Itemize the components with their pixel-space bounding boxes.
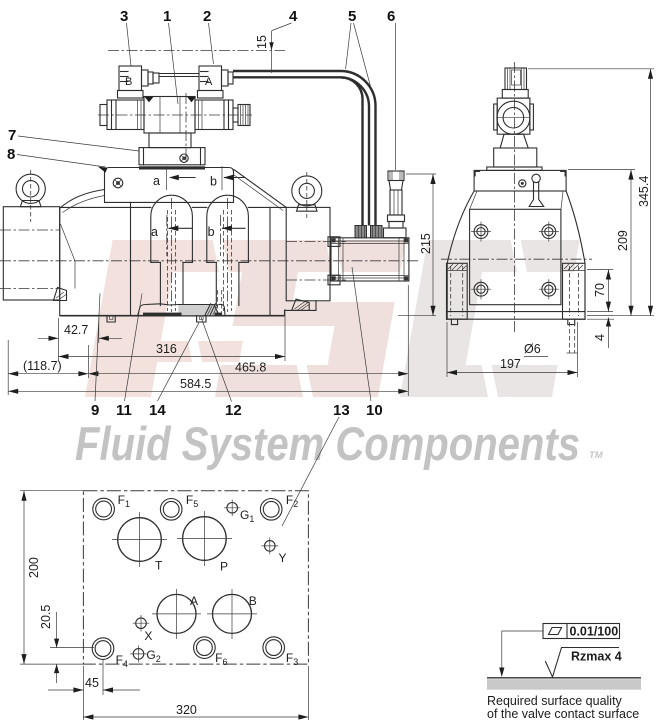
svg-text:b: b <box>208 225 215 239</box>
svg-text:of the valve contact surface: of the valve contact surface <box>487 707 639 720</box>
svg-text:A: A <box>205 76 213 88</box>
svg-text:42.7: 42.7 <box>64 323 88 337</box>
svg-text:15: 15 <box>255 35 269 49</box>
svg-text:12: 12 <box>225 402 242 419</box>
svg-text:45: 45 <box>85 676 99 690</box>
svg-text:10: 10 <box>366 402 383 419</box>
svg-text:9: 9 <box>91 402 99 419</box>
svg-text:P: P <box>220 560 228 574</box>
svg-text:X: X <box>144 629 152 643</box>
svg-text:Fluid System Components: Fluid System Components <box>75 417 580 470</box>
svg-text:B: B <box>125 76 132 88</box>
svg-text:13: 13 <box>333 402 350 419</box>
svg-text:4: 4 <box>593 334 607 341</box>
svg-text:Rzmax 4: Rzmax 4 <box>571 650 622 664</box>
svg-text:b: b <box>210 175 217 189</box>
svg-text:215: 215 <box>419 233 433 254</box>
svg-text:320: 320 <box>176 703 197 717</box>
svg-text:A: A <box>190 594 198 608</box>
svg-text:465.8: 465.8 <box>235 361 266 375</box>
svg-text:316: 316 <box>156 342 177 356</box>
svg-text:0.01/100: 0.01/100 <box>570 625 619 639</box>
svg-text:Ø6: Ø6 <box>524 342 541 356</box>
svg-text:20.5: 20.5 <box>39 605 53 629</box>
svg-text:a: a <box>153 174 160 188</box>
svg-text:B: B <box>249 594 257 608</box>
svg-text:4: 4 <box>289 8 298 25</box>
svg-text:8: 8 <box>7 146 15 163</box>
svg-text:2: 2 <box>203 8 211 25</box>
svg-text:TM: TM <box>589 450 604 461</box>
svg-text:Required surface quality: Required surface quality <box>487 694 623 708</box>
svg-text:(118.7): (118.7) <box>23 359 62 373</box>
svg-text:6: 6 <box>387 8 395 25</box>
svg-text:345.4: 345.4 <box>637 176 651 207</box>
svg-text:197: 197 <box>500 357 521 371</box>
svg-text:584.5: 584.5 <box>180 377 211 391</box>
svg-text:Y: Y <box>279 551 287 565</box>
svg-text:14: 14 <box>149 402 166 419</box>
svg-text:1: 1 <box>163 8 171 25</box>
svg-text:209: 209 <box>616 230 630 251</box>
svg-text:5: 5 <box>348 8 356 25</box>
svg-text:70: 70 <box>593 283 607 297</box>
svg-text:T: T <box>155 559 163 573</box>
svg-text:7: 7 <box>8 127 16 144</box>
svg-text:200: 200 <box>27 557 41 578</box>
svg-text:3: 3 <box>120 8 128 25</box>
svg-text:11: 11 <box>116 402 132 419</box>
svg-text:a: a <box>151 225 158 239</box>
